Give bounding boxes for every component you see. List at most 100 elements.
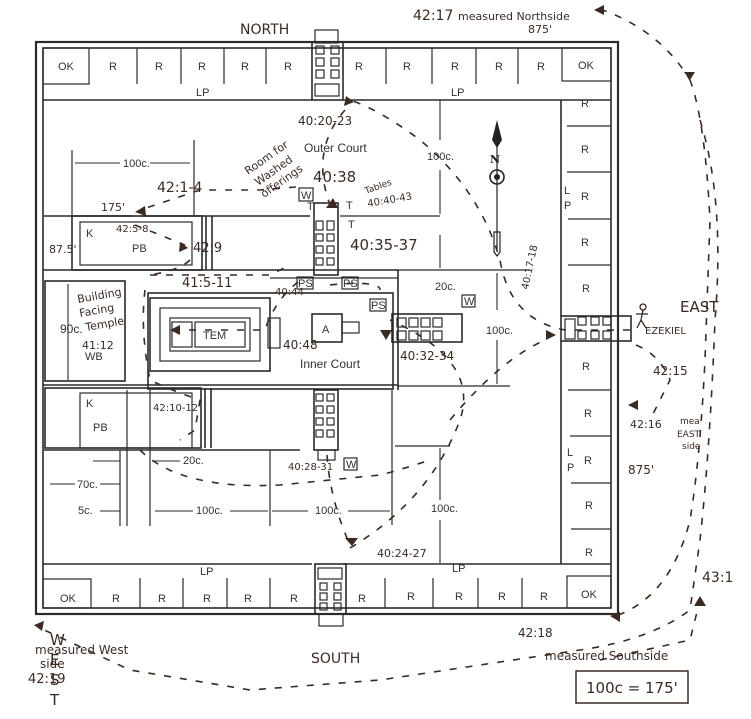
dim-100c-outer-north: 100c. — [427, 151, 454, 163]
room: R — [155, 61, 163, 73]
compass-north-letter: N — [490, 153, 500, 166]
east-rooms — [560, 100, 611, 564]
room: R — [584, 455, 592, 467]
room: R — [455, 591, 463, 603]
west-building-label: WB — [85, 351, 103, 363]
dimension-lines — [50, 100, 498, 563]
temple-building — [149, 297, 281, 372]
path-arrowheads — [34, 5, 706, 631]
facing-label: Facing — [78, 301, 115, 320]
ref-40-32-34: 40:32-34 — [400, 349, 454, 363]
west-letter: W — [50, 631, 65, 649]
room: R — [355, 61, 363, 73]
room: R — [198, 61, 206, 73]
ref-41-12: 41:12 — [82, 339, 114, 352]
ezekiel-figure-icon — [636, 303, 648, 329]
room: R — [290, 593, 298, 605]
east-measure-875: 875' — [628, 463, 654, 477]
dim-20c-west: 20c. — [183, 455, 204, 467]
ref-42-19: 42:19 — [28, 672, 65, 687]
west-label: W E S T — [49, 631, 70, 709]
lower-pavement-east-p2: P — [567, 462, 574, 474]
dim-5c: 5c. — [78, 505, 93, 517]
outer-court-label: Outer Court — [304, 141, 367, 155]
inner-court — [147, 270, 399, 390]
temple-label: TEM — [203, 330, 226, 342]
room: R — [581, 98, 589, 110]
ref-40-20-23: 40:20-23 — [298, 114, 352, 128]
room: R — [244, 593, 252, 605]
dim-100c-inner: 100c. — [486, 325, 513, 337]
washing-room-north — [298, 187, 314, 202]
room: R — [581, 191, 589, 203]
room: R — [403, 61, 411, 73]
lower-pavement-east-l: L — [564, 185, 570, 197]
room: R — [585, 500, 593, 512]
compass-icon — [489, 120, 505, 257]
ref-42-15: 42:15 — [653, 364, 688, 378]
washing-room-east — [461, 294, 476, 308]
room: R — [585, 547, 593, 559]
east-side-label: side — [682, 442, 701, 452]
priests-building-north: PB — [132, 243, 147, 255]
ref-40-44: 40:44 — [275, 287, 304, 298]
room: R — [203, 593, 211, 605]
dim-20c: 20c. — [435, 281, 456, 293]
washing-label: W — [301, 190, 312, 202]
ref-41-5-11: 41:5-11 — [182, 276, 232, 291]
washing-label: W — [346, 459, 357, 471]
table-marker: T — [348, 219, 355, 231]
south-label: SOUTH — [311, 651, 360, 667]
room: R — [451, 61, 459, 73]
lower-pavement-north-east: LP — [451, 87, 464, 99]
south-gate — [314, 563, 347, 627]
room: R — [537, 61, 545, 73]
lower-pavement-north-west: LP — [196, 87, 209, 99]
dim-100c-south-b: 100c. — [315, 505, 342, 517]
ps-label: PS — [298, 278, 313, 290]
ref-42-1-4: 42:1-4 — [157, 180, 202, 196]
kitchen-north: K — [86, 228, 94, 240]
room: R — [495, 61, 503, 73]
dim-70c: 70c. — [77, 479, 98, 491]
mea-label: mea — [680, 417, 700, 427]
room: R — [158, 593, 166, 605]
north-priests-chambers — [44, 215, 310, 271]
ezekiel-label: EZEKIEL — [645, 326, 686, 337]
room: R — [284, 61, 292, 73]
ref-42-10-12: 42:10-12 — [153, 403, 198, 414]
room: R — [581, 237, 589, 249]
lower-pavement-south-east: LP — [452, 563, 465, 575]
ref-42-9: 42:9 — [193, 241, 222, 256]
priests-building-south: PB — [93, 422, 108, 434]
inner-north-gate — [313, 202, 339, 276]
room: R — [582, 283, 590, 295]
ref-42-16: 42:16 — [630, 418, 662, 431]
inner-court-label: Inner Court — [300, 357, 361, 371]
ref-40-17-18: 40:17-18 — [520, 244, 540, 290]
ref-40-38: 40:38 — [313, 168, 356, 186]
north-gate — [311, 29, 344, 101]
lower-pavement-east-p: P — [564, 200, 571, 212]
dim-100c-south-a: 100c. — [196, 505, 223, 517]
room: R — [109, 61, 117, 73]
dim-90c: 90c. — [60, 322, 83, 336]
scale-box — [575, 670, 689, 704]
south-corner-kitchen-east: OK — [581, 589, 598, 601]
washing-label: W — [464, 296, 475, 308]
inner-east-gate — [391, 313, 463, 343]
north-label: NORTH — [240, 22, 289, 38]
dim-100c-outer-south: 100c. — [431, 503, 458, 515]
inner-south-gate — [313, 389, 339, 461]
south-priests-chambers — [44, 387, 300, 451]
room: R — [581, 144, 589, 156]
ref-42-5-8: 42:5-8 — [116, 224, 148, 235]
washing-room-south — [343, 457, 358, 471]
ref-42-18: 42:18 — [518, 626, 553, 640]
east-side-east-label: EAST — [677, 430, 701, 440]
east-label: EAST — [680, 298, 719, 316]
west-building — [44, 280, 126, 382]
ref-40-28-31: 40:28-31 — [288, 462, 333, 473]
ref-43-1: 43:1 — [702, 570, 733, 586]
